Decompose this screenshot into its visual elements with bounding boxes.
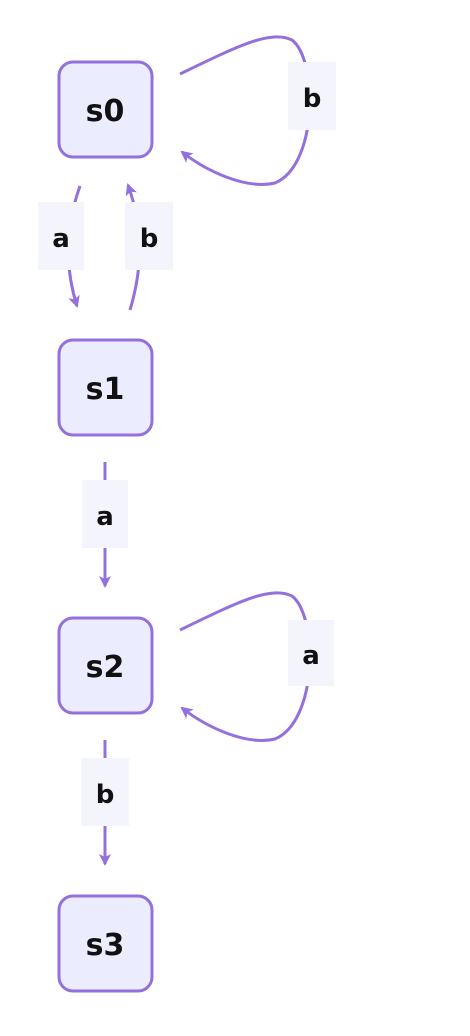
state-node-s1: s1 bbox=[57, 338, 154, 437]
transition-labels: b a b a a b bbox=[38, 62, 336, 826]
svg-text:a: a bbox=[96, 502, 114, 532]
svg-text:b: b bbox=[140, 224, 159, 254]
transition-label-s2-s3: b bbox=[81, 758, 129, 826]
transition-label-s0-s1: a bbox=[38, 202, 84, 270]
state-node-s3: s3 bbox=[57, 894, 154, 993]
svg-text:s3: s3 bbox=[86, 928, 125, 963]
transition-label-s0-s0: b bbox=[288, 62, 336, 130]
svg-text:s2: s2 bbox=[86, 650, 125, 685]
transition-label-s1-s2: a bbox=[82, 480, 128, 548]
transitions bbox=[66, 35, 312, 866]
svg-text:b: b bbox=[303, 84, 322, 114]
state-node-s0: s0 bbox=[57, 60, 154, 159]
svg-text:a: a bbox=[52, 224, 70, 254]
svg-text:b: b bbox=[96, 780, 115, 810]
svg-text:s0: s0 bbox=[86, 94, 125, 129]
states: s0 s1 s2 s3 bbox=[57, 60, 154, 993]
transition-label-s2-s2: a bbox=[288, 620, 334, 686]
state-node-s2: s2 bbox=[57, 616, 154, 715]
transition-label-s1-s0: b bbox=[125, 202, 173, 270]
svg-text:s1: s1 bbox=[86, 372, 125, 407]
svg-text:a: a bbox=[302, 641, 320, 671]
